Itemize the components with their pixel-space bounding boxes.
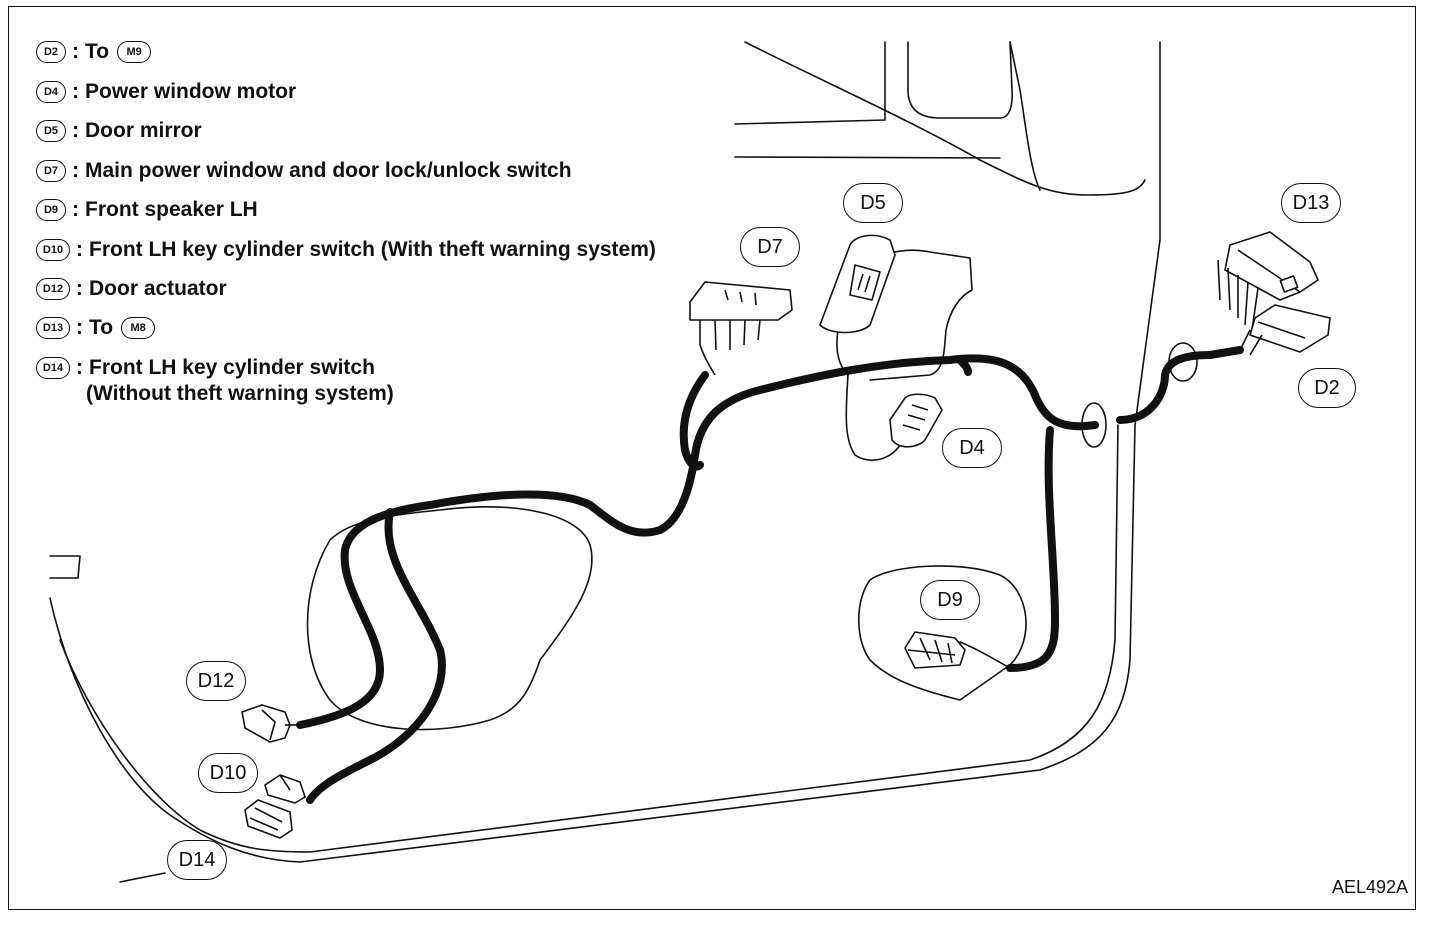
legend-code: D9	[36, 199, 66, 221]
legend-separator: :	[76, 316, 83, 339]
callout-d4: D4	[942, 428, 1002, 468]
legend-code: D7	[36, 160, 66, 182]
legend-text: Main power window and door lock/unlock s…	[85, 159, 572, 182]
legend-row: D2: To M9	[36, 40, 152, 64]
callout-d9: D9	[920, 580, 980, 620]
edge-bracket	[49, 555, 81, 579]
legend-separator: :	[72, 198, 79, 221]
panel-cutout	[306, 506, 593, 731]
legend-text: Front speaker LH	[85, 198, 258, 221]
wire-d4	[845, 374, 901, 461]
legend-text: To	[85, 40, 110, 63]
legend-code: D12	[36, 278, 70, 300]
callout-d12: D12	[186, 661, 246, 701]
callout-d10: D10	[198, 753, 258, 793]
legend-code: D14	[36, 357, 70, 379]
wire-d5	[836, 329, 849, 376]
harness-d2	[1116, 346, 1244, 424]
door-pillar	[734, 41, 886, 125]
legend-row: D14: Front LH key cylinder switch	[36, 356, 375, 380]
connector-d12	[241, 704, 300, 743]
callout-d7: D7	[740, 227, 800, 267]
legend-row: D5: Door mirror	[36, 119, 202, 143]
legend-separator: :	[72, 80, 79, 103]
legend-separator: :	[76, 277, 83, 300]
legend-code: D2	[36, 41, 66, 63]
legend-row: D9: Front speaker LH	[36, 198, 258, 222]
legend-text: Front LH key cylinder switch (With theft…	[89, 238, 656, 261]
legend-ref-code: M8	[121, 317, 156, 339]
legend-code: D5	[36, 120, 66, 142]
legend-code: D4	[36, 81, 66, 103]
figure-code: AEL492A	[1331, 877, 1408, 897]
legend-row: D4: Power window motor	[36, 80, 296, 104]
door-panel-inner-edge	[59, 424, 1119, 853]
legend-row: D12: Door actuator	[36, 277, 227, 301]
wire-d9	[959, 641, 1011, 669]
callout-d14: D14	[167, 840, 227, 880]
connector-d10	[264, 774, 306, 804]
legend-row: D10: Front LH key cylinder switch (With t…	[36, 238, 656, 262]
callout-d2: D2	[1298, 368, 1356, 408]
legend-text: Front LH key cylinder switch	[89, 356, 375, 379]
window-frame	[744, 41, 1146, 196]
harness-trunk	[296, 354, 1099, 729]
legend-separator: :	[72, 159, 79, 182]
legend-text: Power window motor	[85, 80, 297, 103]
connector-d4	[889, 393, 943, 448]
harness-d5-down	[956, 356, 972, 376]
legend-row: D7: Main power window and door lock/unloc…	[36, 159, 572, 183]
legend-code: D10	[36, 239, 70, 261]
connector-d2	[1239, 304, 1331, 356]
connector-d7	[689, 281, 793, 376]
legend-text: Door mirror	[85, 119, 202, 142]
door-panel-outline	[49, 41, 1161, 863]
belt-line	[907, 41, 1013, 119]
connector-d9	[904, 631, 966, 669]
callout-d13: D13	[1281, 183, 1341, 223]
legend-text: Door actuator	[89, 277, 227, 300]
legend-separator: :	[72, 119, 79, 142]
legend-separator: :	[72, 40, 79, 63]
lower-hint-line	[119, 872, 166, 883]
harness-d7-loop	[679, 371, 709, 471]
legend-separator: :	[76, 356, 83, 379]
legend-text-continuation: (Without theft warning system)	[86, 382, 394, 405]
window-frame-inner	[1009, 41, 1041, 191]
harness-branch-lower	[306, 508, 446, 804]
door-pillar-2	[734, 156, 1001, 159]
legend-ref-code: M9	[117, 41, 152, 63]
legend-text: To	[89, 316, 114, 339]
connector-d13	[1217, 231, 1319, 331]
connector-d5	[819, 234, 896, 334]
legend-code: D13	[36, 317, 70, 339]
harness-d9	[1006, 426, 1059, 672]
figure-frame	[8, 6, 1416, 910]
callout-d5: D5	[843, 183, 903, 223]
connector-d14	[244, 799, 293, 839]
legend-row: D13: To M8	[36, 316, 156, 340]
legend-separator: :	[76, 238, 83, 261]
